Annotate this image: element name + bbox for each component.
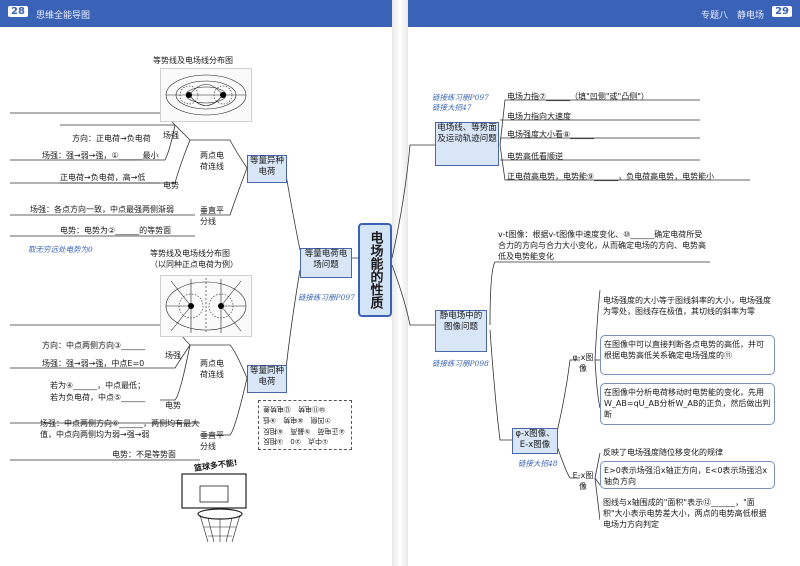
right-header-title: 专题八 静电场	[700, 11, 764, 21]
unlike-potential-label: 电势	[163, 181, 179, 190]
like-potential-negative: 若为负电荷，中点⑤______	[50, 393, 146, 402]
answer-line-1: ①中点 ②0 ③相反	[263, 437, 329, 445]
basketball-hoop-illustration: 篮球多不能!	[180, 458, 260, 547]
unlike-charge-field-diagram	[160, 68, 252, 122]
left-header-title: 思维全能导图	[36, 11, 91, 21]
e-x-label: E-x图像	[572, 471, 594, 491]
phi-item-3: 在图像中分析电荷移动时电势能的变化，先用W_AB=qU_AB分析W_AB的正负，…	[600, 383, 775, 425]
equal-charge-field-node: 等量电荷电场问题	[300, 248, 352, 278]
like-field-direction: 方向：中点两侧方向③______	[42, 341, 146, 350]
e-item-2: E>0表示场强沿x轴正方向，E<0表示场强沿x轴负方向	[600, 461, 775, 489]
unlike-field-label: 场强	[163, 131, 179, 140]
link-workbook-p097-left: 链接练习册P097	[298, 293, 355, 302]
phi-x-e-x-node: φ-x图像、E-x图像	[512, 428, 558, 454]
e-item-1: 反映了电场强度随位移变化的规律	[603, 448, 723, 457]
left-page-header: 28 思维全能导图	[0, 0, 392, 27]
right-page-number: 29	[772, 6, 792, 17]
e-item-3: 图线与x轴围成的"面积"表示⑫______，"面积"大小表示电势差大小，两点的电…	[600, 494, 775, 536]
unlike-potential-desc: 正电荷→负电荷，高→低	[60, 173, 146, 182]
vt-graph-description: v-t图像：根据v-t图像中速度变化、⑩______确定电荷所受合力的方向与合力…	[498, 230, 706, 261]
like-charge-field-diagram	[160, 275, 252, 337]
like-charges-node: 等量同种电荷	[247, 365, 287, 393]
answer-line-3: ⑦凹侧 ⑧电势 ⑨低	[263, 416, 331, 424]
unlike-perp-potential: 电势：电势为②______的等势面	[60, 226, 172, 235]
right-page-header: 专题八 静电场 29	[408, 0, 800, 27]
unlike-field-strength: 场强：强→弱→强，①______最小	[42, 151, 159, 160]
like-potential-positive: 若为④______，中点最低；	[50, 381, 146, 390]
like-perp-field: 场强：中点两侧方向⑥______，两侧均有最大值，中点向两侧均为弱→强→弱	[40, 419, 200, 439]
like-field-label: 场强	[165, 351, 181, 360]
like-potential-label: 电势	[165, 401, 181, 410]
unlike-connect-node: 两点电荷连线	[200, 151, 224, 171]
left-page-number: 28	[8, 6, 28, 17]
unlike-field-direction: 方向：正电荷→负电荷	[72, 134, 151, 143]
phi-item-2: 在图像中可以直接判断各点电势的高低，并可根据电势高低关系确定电场强度的⑪	[600, 335, 775, 375]
phi-x-label: φ-x图像	[572, 353, 594, 373]
center-node: 电场能的性质	[358, 223, 392, 317]
handwritten-note-zero-potential: 取无穷远处电势为0	[28, 245, 93, 254]
link-trick-47: 链接大招47	[432, 103, 472, 112]
electrostatic-graph-node: 静电场中的图像问题	[435, 310, 487, 352]
diagram-like-subtitle: （以同种正点电荷为例）	[150, 260, 238, 269]
like-connect-node: 两点电荷连线	[200, 359, 224, 379]
unlike-charges-node: 等量异种电荷	[247, 155, 287, 183]
link-workbook-p098: 链接练习册P098	[432, 359, 489, 368]
diagram-like-title: 等势线及电场线分布图	[150, 249, 230, 258]
like-field-strength: 场强：强→弱→强，中点E=0	[42, 359, 145, 368]
book-fold	[392, 0, 408, 566]
answer-line-2: ④正电荷 ⑤最高 ⑥相反	[263, 427, 345, 435]
diagram-unlike-title: 等势线及电场线分布图	[153, 56, 233, 65]
answer-key-box: ①中点 ②0 ③相反 ④正电荷 ⑤最高 ⑥相反 ⑦凹侧 ⑧电势 ⑨低 ⑩⑪电势 …	[258, 400, 352, 450]
field-lines-equipotential-node: 电场线、等势面及运动轨迹问题	[435, 122, 499, 166]
top-item-3: 电场强度大小看⑧______	[507, 130, 595, 139]
top-item-2: 电场力指向大速度	[507, 112, 571, 121]
top-item-5: 正电荷高电势，电势能⑨______，负电荷高电势，电势能小	[507, 172, 715, 181]
link-workbook-p097-right: 链接练习册P097	[432, 93, 489, 102]
answer-line-4: ⑩⑪电势 ⑫电势差	[263, 405, 326, 413]
like-perp-node: 垂直平分线	[200, 431, 224, 451]
top-item-1: 电场力指⑦______（填"凹侧"或"凸侧"）	[507, 92, 649, 101]
unlike-perp-node: 垂直平分线	[200, 206, 224, 226]
top-item-4: 电势高低看顺逆	[507, 152, 563, 161]
link-trick-48: 链接大招48	[518, 459, 558, 468]
like-perp-potential: 电势：不是等势面	[112, 450, 176, 459]
unlike-perp-field: 场强：各点方向一致，中点最强两侧渐弱	[30, 205, 174, 214]
phi-item-1: 电场强度的大小等于图线斜率的大小，电场强度为零处，图线存在极值，其切线的斜率为零	[600, 292, 775, 332]
